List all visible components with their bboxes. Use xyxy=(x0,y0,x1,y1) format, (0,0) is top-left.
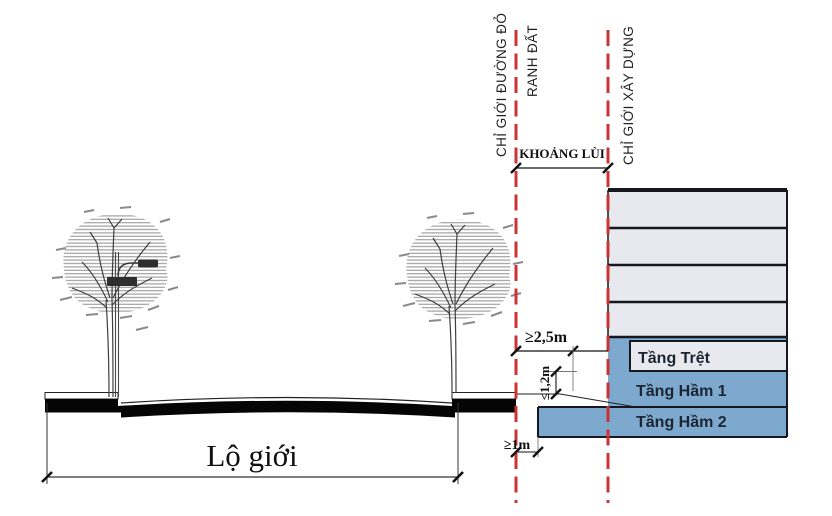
road-section xyxy=(44,392,517,418)
left-sidewalk-surface xyxy=(44,392,119,400)
tree-right xyxy=(394,212,524,394)
lamp-head xyxy=(138,259,158,268)
label-road-width: Lộ giới xyxy=(206,438,298,473)
basement-offset-dimension: ≥1m xyxy=(504,437,544,458)
dim-setback-min: ≥2,5m xyxy=(525,329,568,346)
dim-tick xyxy=(41,471,53,483)
tree-trunk-branches xyxy=(71,217,153,398)
road-surface-line xyxy=(120,396,453,404)
floor-slabs xyxy=(537,188,788,438)
building: Tầng Trệt Tầng Hầm 1 Tầng Hầm 2 xyxy=(537,188,788,438)
street-lamp xyxy=(107,252,158,397)
tree-trunk-branches xyxy=(414,223,496,394)
lamp-arm xyxy=(117,262,141,277)
lamp-bracket xyxy=(107,277,137,286)
label-setback: KHOẢNG LÙI xyxy=(519,146,605,161)
dim-tick xyxy=(452,471,464,483)
basement-2-mass xyxy=(538,407,787,437)
label-basement-2: Tầng Hầm 2 xyxy=(636,414,727,431)
leaf-ticks xyxy=(51,206,181,331)
road-width-dimension xyxy=(41,403,464,484)
label-ground-floor: Tầng Trệt xyxy=(638,350,711,367)
basement-rise-dimension: ≤1,2m xyxy=(537,365,577,400)
dim-basement-rise: ≤1,2m xyxy=(537,366,552,400)
upper-floors xyxy=(608,190,787,337)
tree-canopy xyxy=(406,219,511,320)
label-basement-1: Tầng Hầm 1 xyxy=(636,383,727,400)
setback-min-dimension: ≥2,5m xyxy=(510,329,608,391)
label-construction-boundary: CHỈ GIỚI XÂY DỰNG xyxy=(621,26,636,165)
right-sidewalk-surface xyxy=(451,392,517,400)
label-red-boundary: CHỈ GIỚI ĐƯỜNG ĐỎ xyxy=(494,13,509,157)
setback-dimension: KHOẢNG LÙI xyxy=(510,146,614,174)
pavement-body xyxy=(45,399,516,418)
label-land-boundary: RANH ĐẤT xyxy=(525,25,540,97)
dim-basement-offset: ≥1m xyxy=(504,438,531,453)
ground-ramp xyxy=(516,393,634,408)
